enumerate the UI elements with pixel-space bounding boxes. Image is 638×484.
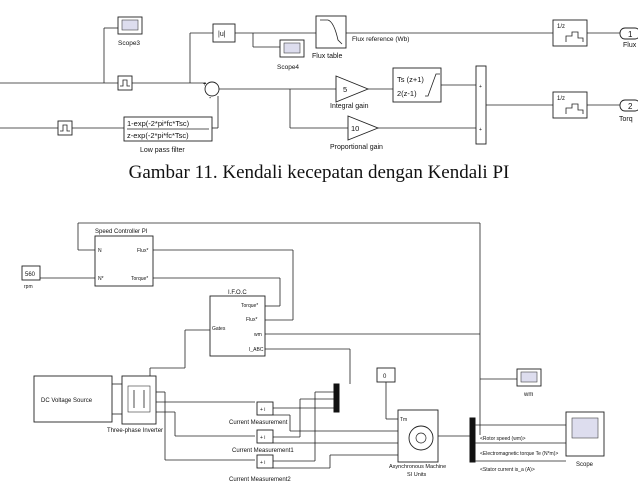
inverter-label: Three-phase Inverter (107, 428, 163, 434)
scope3-block[interactable]: Scope3 (117, 16, 143, 47)
ifoc-port-torque: Torque* (241, 303, 258, 309)
proportional-gain-block[interactable]: 10 Proportional gain (330, 115, 383, 151)
main-scope-block[interactable]: Scope (565, 411, 605, 468)
sum2-plus-1: + (479, 84, 482, 90)
machine-si-units: SI Units (407, 472, 427, 478)
step-block-2[interactable] (57, 120, 73, 136)
port-n: N (98, 248, 102, 254)
outport-1-label: Flux (623, 42, 637, 49)
stator-current-signal: <Stator current is_a (A)> (480, 467, 535, 473)
flux-table-block[interactable]: Flux table (312, 15, 347, 60)
constant-0: 0 (383, 374, 387, 380)
port-flux: Flux* (137, 248, 148, 254)
integral-gain-value: 5 (343, 85, 347, 94)
low-pass-filter-block[interactable]: 1-exp(-2*pi*fc*Tsc) z-exp(-2*pi*fc*Tsc) … (123, 116, 213, 154)
svg-text:+ i: + i (260, 407, 265, 413)
sum-block[interactable]: + - (203, 81, 220, 102)
lpf-denominator: z-exp(-2*pi*fc*Tsc) (127, 131, 189, 140)
dc-source-label: DC Voltage Source (41, 398, 93, 404)
sum-plus: + (203, 82, 207, 88)
current-measurement2-label: Current Measurement2 (229, 477, 291, 483)
machine-port-tm: Tm (400, 417, 407, 423)
current-measurement2-block[interactable]: + i Current Measurement2 (229, 454, 291, 483)
abs-label: |u| (218, 31, 226, 38)
outport-2-number: 2 (628, 102, 633, 111)
lpf-label: Low pass filter (140, 147, 185, 154)
flux-reference-label: Flux reference (Wb) (352, 36, 409, 43)
figure-caption: Gambar 11. Kendali kecepatan dengan Kend… (128, 162, 510, 183)
speed-reference-constant[interactable]: 560 rpm (21, 265, 41, 290)
step-block-1[interactable] (117, 75, 133, 91)
current-measurement-block[interactable]: + i Current Measurement (229, 401, 288, 426)
wm-scope-label: wm (523, 392, 533, 398)
scope4-block[interactable]: Scope4 (277, 39, 305, 71)
proportional-gain-label: Proportional gain (330, 144, 383, 151)
ifoc-port-iabc: I_ABC (249, 347, 264, 353)
ifoc-port-flux: Flux* (246, 317, 257, 323)
current-measurement1-label: Current Measurement1 (232, 448, 294, 454)
machine-label: Asynchronous Machine (389, 464, 446, 470)
discrete-integrator-block[interactable]: Ts (z+1) 2(z-1) (392, 67, 442, 103)
controller-sum-block[interactable]: + + (475, 65, 487, 145)
zoh-block-1[interactable]: 1/z (552, 19, 588, 47)
sum-minus: - (209, 95, 212, 102)
bottom-diagram: Speed Controller PI N N* Flux* Torque* 5… (21, 222, 605, 483)
svg-text:+ i: + i (260, 435, 265, 441)
tf-denominator: 2(z-1) (397, 89, 417, 98)
scope3-label: Scope3 (118, 40, 140, 47)
integral-gain-block[interactable]: 5 Integral gain (330, 75, 370, 110)
constant-560: 560 (25, 272, 36, 278)
em-torque-signal: <Electromagnetic torque Te (N*m)> (480, 451, 558, 457)
speed-controller-block[interactable]: Speed Controller PI N N* Flux* Torque* (94, 229, 154, 287)
proportional-gain-value: 10 (351, 124, 359, 133)
sum2-plus-2: + (479, 127, 482, 133)
outport-2-label: Torq (619, 116, 633, 123)
wm-scope-block[interactable]: wm (516, 368, 542, 398)
flux-table-label: Flux table (312, 53, 342, 60)
scope-label: Scope (576, 462, 594, 468)
outport-1-number: 1 (628, 30, 633, 39)
asynchronous-machine-block[interactable]: Tm Asynchronous Machine SI Units (389, 409, 446, 478)
three-phase-inverter-block[interactable]: Three-phase Inverter (107, 375, 163, 434)
current-mux (333, 383, 340, 413)
speed-controller-title: Speed Controller PI (95, 229, 148, 235)
measurement-demux (469, 417, 476, 463)
outport-1[interactable]: 1 Flux (619, 27, 638, 49)
ifoc-block[interactable]: I.F.O.C Torque* Flux* wm I_ABC Gates (209, 290, 266, 357)
outport-2[interactable]: 2 Torq (619, 99, 638, 123)
abs-block[interactable]: |u| (212, 23, 236, 43)
port-torque: Torque* (131, 276, 148, 282)
ifoc-port-wm: wm (254, 332, 262, 338)
current-measurement1-block[interactable]: + i Current Measurement1 (232, 429, 294, 454)
top-diagram: Scope3 |u| Scope4 Flux table (0, 15, 638, 154)
dc-voltage-source-block[interactable]: DC Voltage Source (33, 375, 113, 423)
integral-gain-label: Integral gain (330, 103, 369, 110)
rpm-label: rpm (24, 284, 33, 290)
current-measurement-label: Current Measurement (229, 420, 288, 426)
zoh-label-2: 1/z (557, 96, 565, 102)
ifoc-port-gates: Gates (212, 326, 226, 332)
zoh-block-2[interactable]: 1/z (552, 91, 588, 119)
port-nstar: N* (98, 276, 104, 282)
ifoc-title: I.F.O.C (228, 290, 247, 296)
load-torque-constant[interactable]: 0 (376, 367, 396, 383)
lpf-numerator: 1-exp(-2*pi*fc*Tsc) (127, 119, 190, 128)
tf-numerator: Ts (z+1) (397, 75, 424, 84)
scope4-label: Scope4 (277, 64, 299, 71)
zoh-label-1: 1/z (557, 24, 565, 30)
svg-text:+ i: + i (260, 460, 265, 466)
rotor-speed-signal: <Rotor speed (wm)> (480, 436, 526, 442)
